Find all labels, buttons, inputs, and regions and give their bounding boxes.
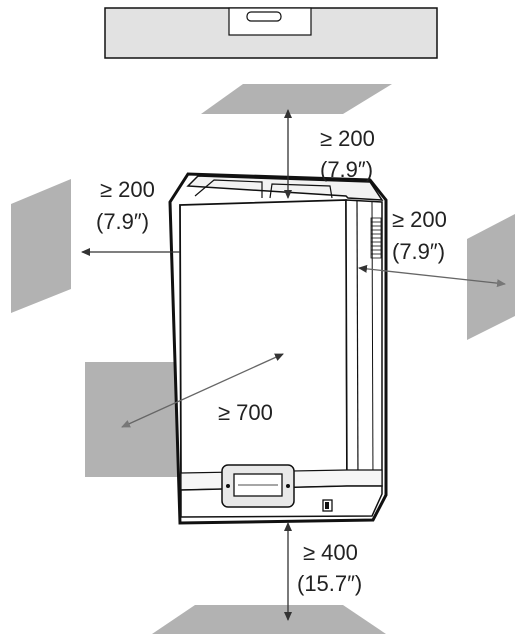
unit-side-face <box>345 199 383 487</box>
top-clearance-value: ≥ 200 <box>320 126 375 151</box>
left-clearance-imperial: (7.9″) <box>96 209 150 234</box>
bottom-clearance-imperial: (15.7″) <box>297 571 363 596</box>
level-bubble <box>246 11 282 22</box>
right-clearance-panel <box>467 214 515 340</box>
bottom-clearance-panel <box>152 605 386 634</box>
left-clearance-value: ≥ 200 <box>100 177 155 202</box>
bottom-clearance-value: ≥ 400 <box>303 540 358 565</box>
right-clearance-arrow <box>358 264 506 288</box>
boiler-unit <box>168 172 388 525</box>
top-view-level <box>104 7 438 59</box>
left-clearance-panel <box>11 179 71 313</box>
unit-front-face <box>179 199 348 491</box>
right-clearance-imperial: (7.9″) <box>392 239 446 264</box>
top-clearance-panel <box>201 84 392 114</box>
front-clearance-arrow <box>121 353 284 428</box>
front-clearance-value: ≥ 700 <box>218 400 273 425</box>
control-display <box>221 464 295 508</box>
side-vent <box>370 217 382 259</box>
right-clearance-value: ≥ 200 <box>392 207 447 232</box>
top-clearance-imperial: (7.9″) <box>320 157 374 182</box>
